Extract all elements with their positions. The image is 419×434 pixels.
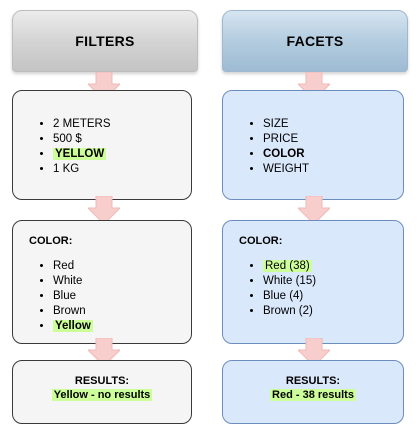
filter-size: 2 METERS — [53, 118, 111, 130]
down-arrow-icon — [88, 196, 120, 224]
results-title: RESULTS: — [74, 375, 130, 387]
facets-header-label: FACETS — [286, 33, 344, 49]
color-option: Brown — [53, 305, 86, 317]
list-item: Blue — [53, 289, 191, 304]
list-item: Red — [53, 259, 191, 274]
color-list: Red White Blue Brown Yellow — [13, 259, 191, 334]
facet-color-option: White (15) — [263, 275, 317, 287]
filter-weight: 1 KG — [53, 163, 80, 175]
list-item: 1 KG — [53, 162, 191, 177]
list-item: YELLOW — [53, 147, 191, 162]
filters-column: FILTERS 2 METERS 500 $ YELLOW 1 KG COLOR… — [12, 0, 198, 434]
facets-list: SIZE PRICE COLOR WEIGHT — [223, 117, 403, 177]
facet-color-option: Brown (2) — [263, 305, 313, 317]
color-option-selected: Yellow — [53, 320, 93, 332]
list-item: 500 $ — [53, 132, 191, 147]
facets-header: FACETS — [222, 10, 408, 72]
facets-column: FACETS SIZE PRICE COLOR WEIGHT COLOR: Re… — [222, 0, 408, 434]
filters-header: FILTERS — [12, 10, 198, 72]
facet-price: PRICE — [263, 133, 299, 145]
list-item: SIZE — [263, 117, 403, 132]
color-title: COLOR: — [29, 235, 73, 247]
filters-header-label: FILTERS — [75, 33, 135, 49]
list-item: Blue (4) — [263, 289, 403, 304]
color-option: White — [53, 275, 83, 287]
list-item: Yellow — [53, 319, 191, 334]
color-options-box: COLOR: Red White Blue Brown Yellow — [12, 220, 192, 344]
results-box: RESULTS: Red - 38 results — [222, 360, 404, 424]
filter-color-highlight: YELLOW — [53, 148, 107, 160]
facet-color-option: Blue (4) — [263, 290, 304, 302]
list-item: White — [53, 274, 191, 289]
facet-size: SIZE — [263, 118, 289, 130]
list-item: 2 METERS — [53, 117, 191, 132]
list-item: White (15) — [263, 274, 403, 289]
facet-color-option-selected: Red (38) — [263, 260, 312, 272]
color-option: Red — [53, 260, 75, 272]
list-item: Brown — [53, 304, 191, 319]
filters-list: 2 METERS 500 $ YELLOW 1 KG — [13, 117, 191, 177]
results-box: RESULTS: Yellow - no results — [12, 360, 192, 424]
list-item: COLOR — [263, 147, 403, 162]
list-item: Brown (2) — [263, 304, 403, 319]
filter-price: 500 $ — [53, 133, 82, 145]
facets-list-box: SIZE PRICE COLOR WEIGHT — [222, 90, 404, 200]
facet-color-list: Red (38) White (15) Blue (4) Brown (2) — [223, 259, 403, 319]
color-title: COLOR: — [239, 235, 283, 247]
results-value: Red - 38 results — [270, 389, 356, 401]
list-item: Red (38) — [263, 259, 403, 274]
down-arrow-icon — [298, 196, 330, 224]
results-value: Yellow - no results — [51, 389, 153, 401]
list-item: PRICE — [263, 132, 403, 147]
facet-color-box: COLOR: Red (38) White (15) Blue (4) Brow… — [222, 220, 404, 344]
down-arrow-icon — [88, 338, 120, 366]
facet-weight: WEIGHT — [263, 163, 309, 175]
list-item: WEIGHT — [263, 162, 403, 177]
down-arrow-icon — [298, 338, 330, 366]
facet-color: COLOR — [263, 148, 305, 160]
results-title: RESULTS: — [285, 375, 341, 387]
filters-list-box: 2 METERS 500 $ YELLOW 1 KG — [12, 90, 192, 200]
color-option: Blue — [53, 290, 77, 302]
